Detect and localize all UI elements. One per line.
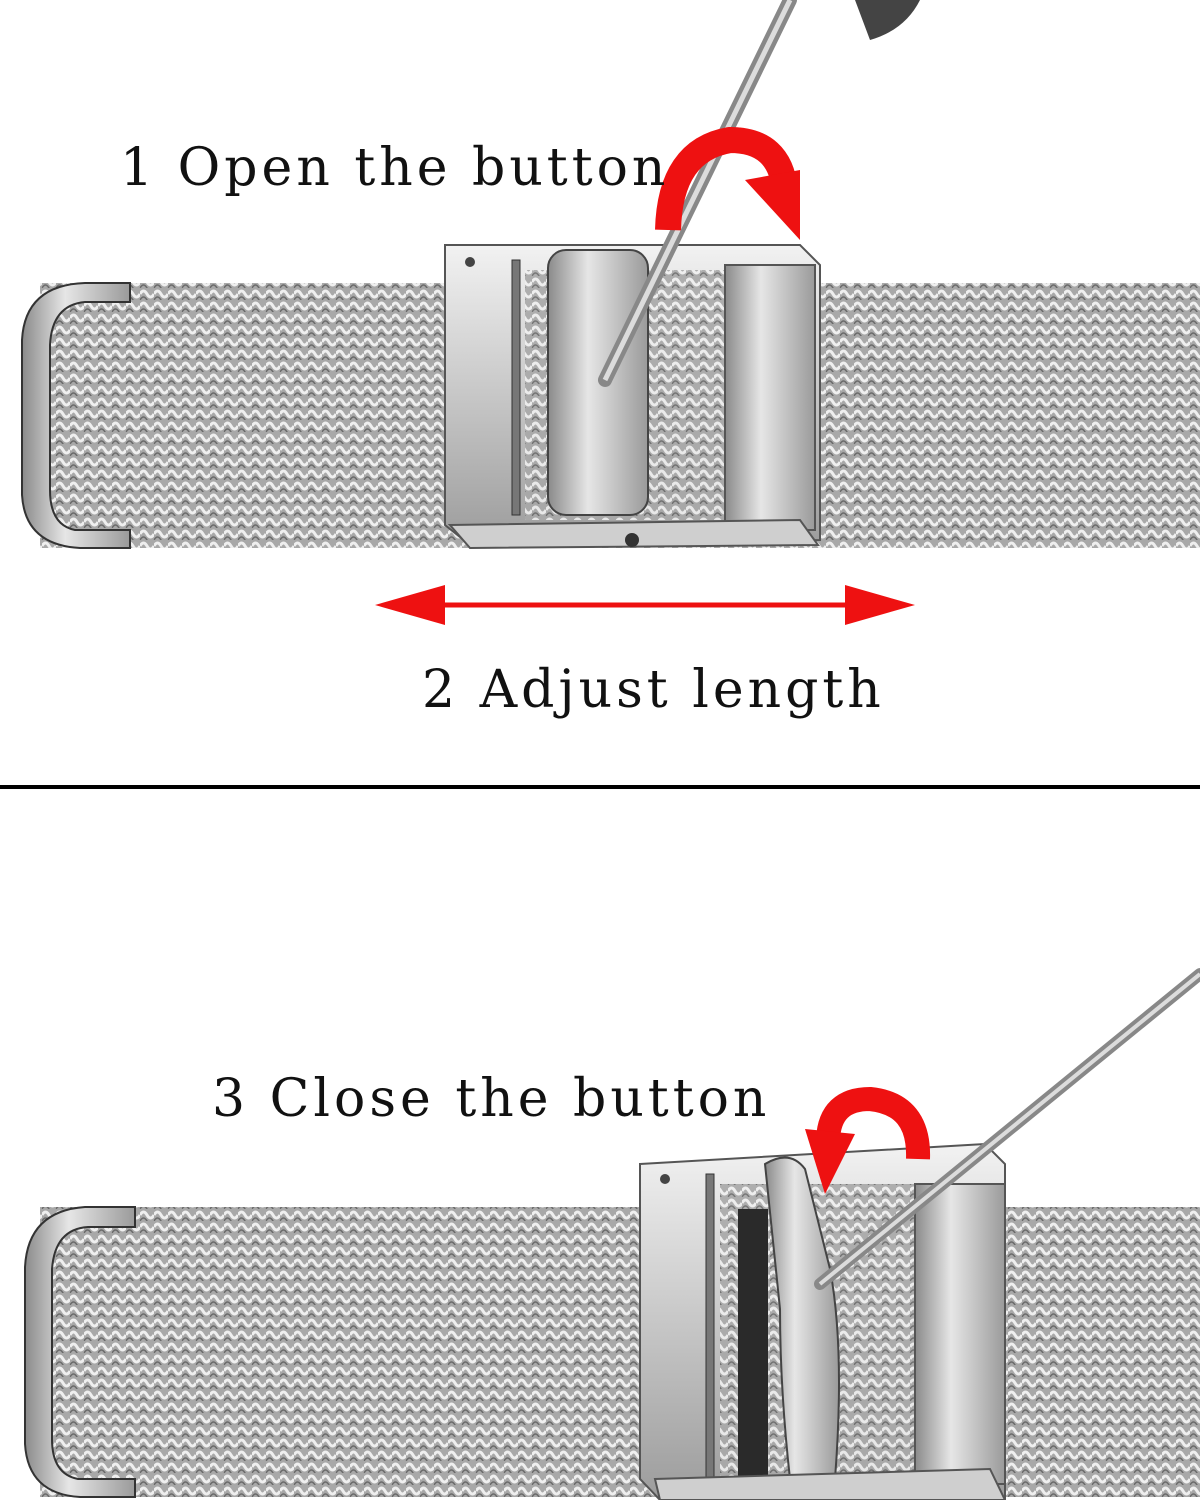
band-end-cap — [24, 1206, 136, 1498]
clasp-lever — [547, 249, 649, 516]
step-1-label: 1 Open the button — [120, 138, 670, 198]
band-end-cap — [21, 282, 131, 549]
rotate-arrow-open — [655, 126, 798, 231]
clasp-hole — [465, 257, 475, 267]
step-2-label: 2 Adjust length — [422, 660, 885, 720]
rotate-arrow-close — [816, 1086, 931, 1160]
panel-open-and-adjust: 1 Open the button 2 Adjust length — [21, 0, 1200, 720]
panel-close: 3 Close the button — [0, 789, 1200, 1500]
panel-divider — [0, 785, 1200, 789]
clasp-lever — [763, 1156, 840, 1480]
clasp-pin — [705, 1173, 715, 1485]
mesh-band — [40, 1207, 1200, 1497]
mesh-band-illustration-bottom — [24, 968, 1200, 1500]
tool-handle — [855, 0, 920, 40]
mesh-band-illustration-top — [21, 0, 1200, 625]
adjust-length-arrow — [375, 585, 915, 625]
clasp-pin — [511, 259, 521, 516]
step-3-label: 3 Close the button — [212, 1069, 771, 1129]
